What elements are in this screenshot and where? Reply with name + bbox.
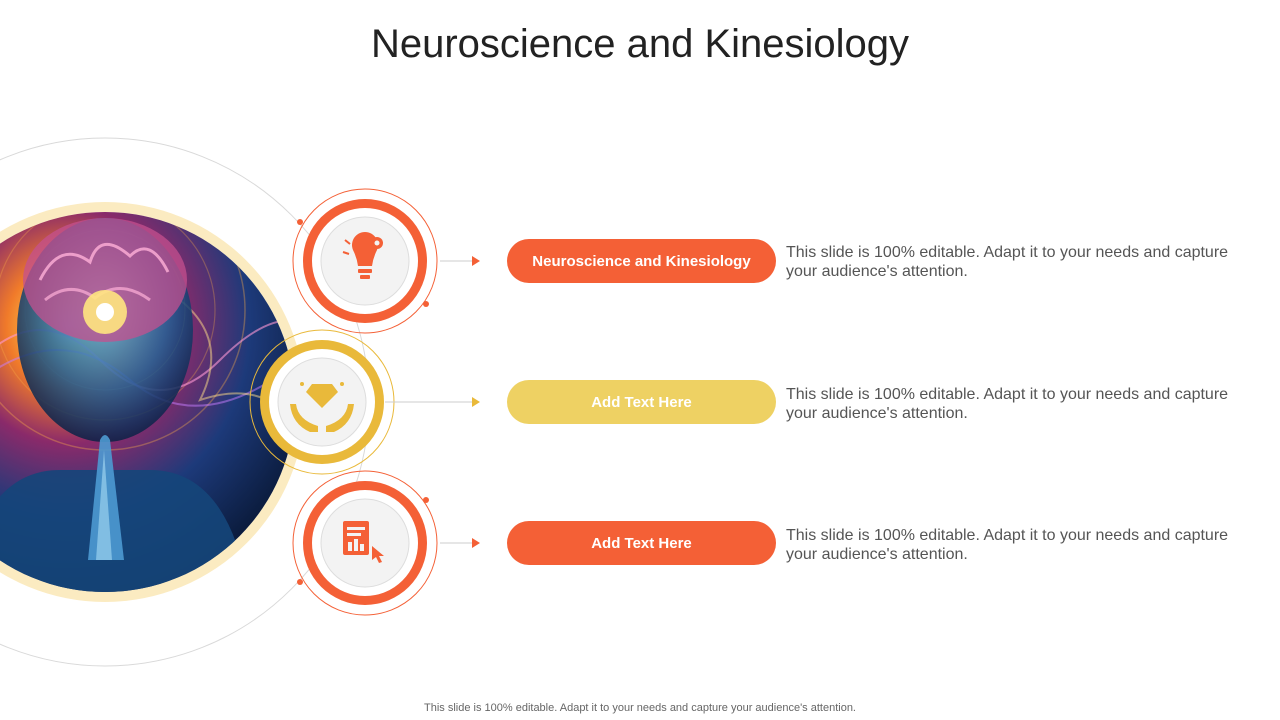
node1-outer-ring xyxy=(292,188,438,334)
diamond-hands-icon xyxy=(290,382,354,432)
report-pointer-icon xyxy=(343,521,384,563)
item-2-description: This slide is 100% editable. Adapt it to… xyxy=(786,386,1229,422)
item-3-pill: Add Text Here xyxy=(507,521,776,565)
item-2-pill: Add Text Here xyxy=(507,380,776,424)
node3-outer-ring xyxy=(292,470,438,616)
item-1-pill: Neuroscience and Kinesiology xyxy=(507,239,776,283)
item-2-label: Add Text Here xyxy=(591,393,692,411)
item-1-description: This slide is 100% editable. Adapt it to… xyxy=(786,244,1229,280)
item-3-description: This slide is 100% editable. Adapt it to… xyxy=(786,527,1229,563)
item-3-label: Add Text Here xyxy=(591,534,692,552)
connector-1 xyxy=(440,256,480,266)
brain-illustration xyxy=(0,212,295,592)
connector-2 xyxy=(385,397,480,407)
slide-footer-note: This slide is 100% editable. Adapt it to… xyxy=(424,702,856,714)
item-1-label: Neuroscience and Kinesiology xyxy=(532,252,751,270)
slide-title: Neuroscience and Kinesiology xyxy=(370,22,910,66)
idea-bulb-gear-icon xyxy=(342,232,383,279)
connector-3 xyxy=(440,538,480,548)
